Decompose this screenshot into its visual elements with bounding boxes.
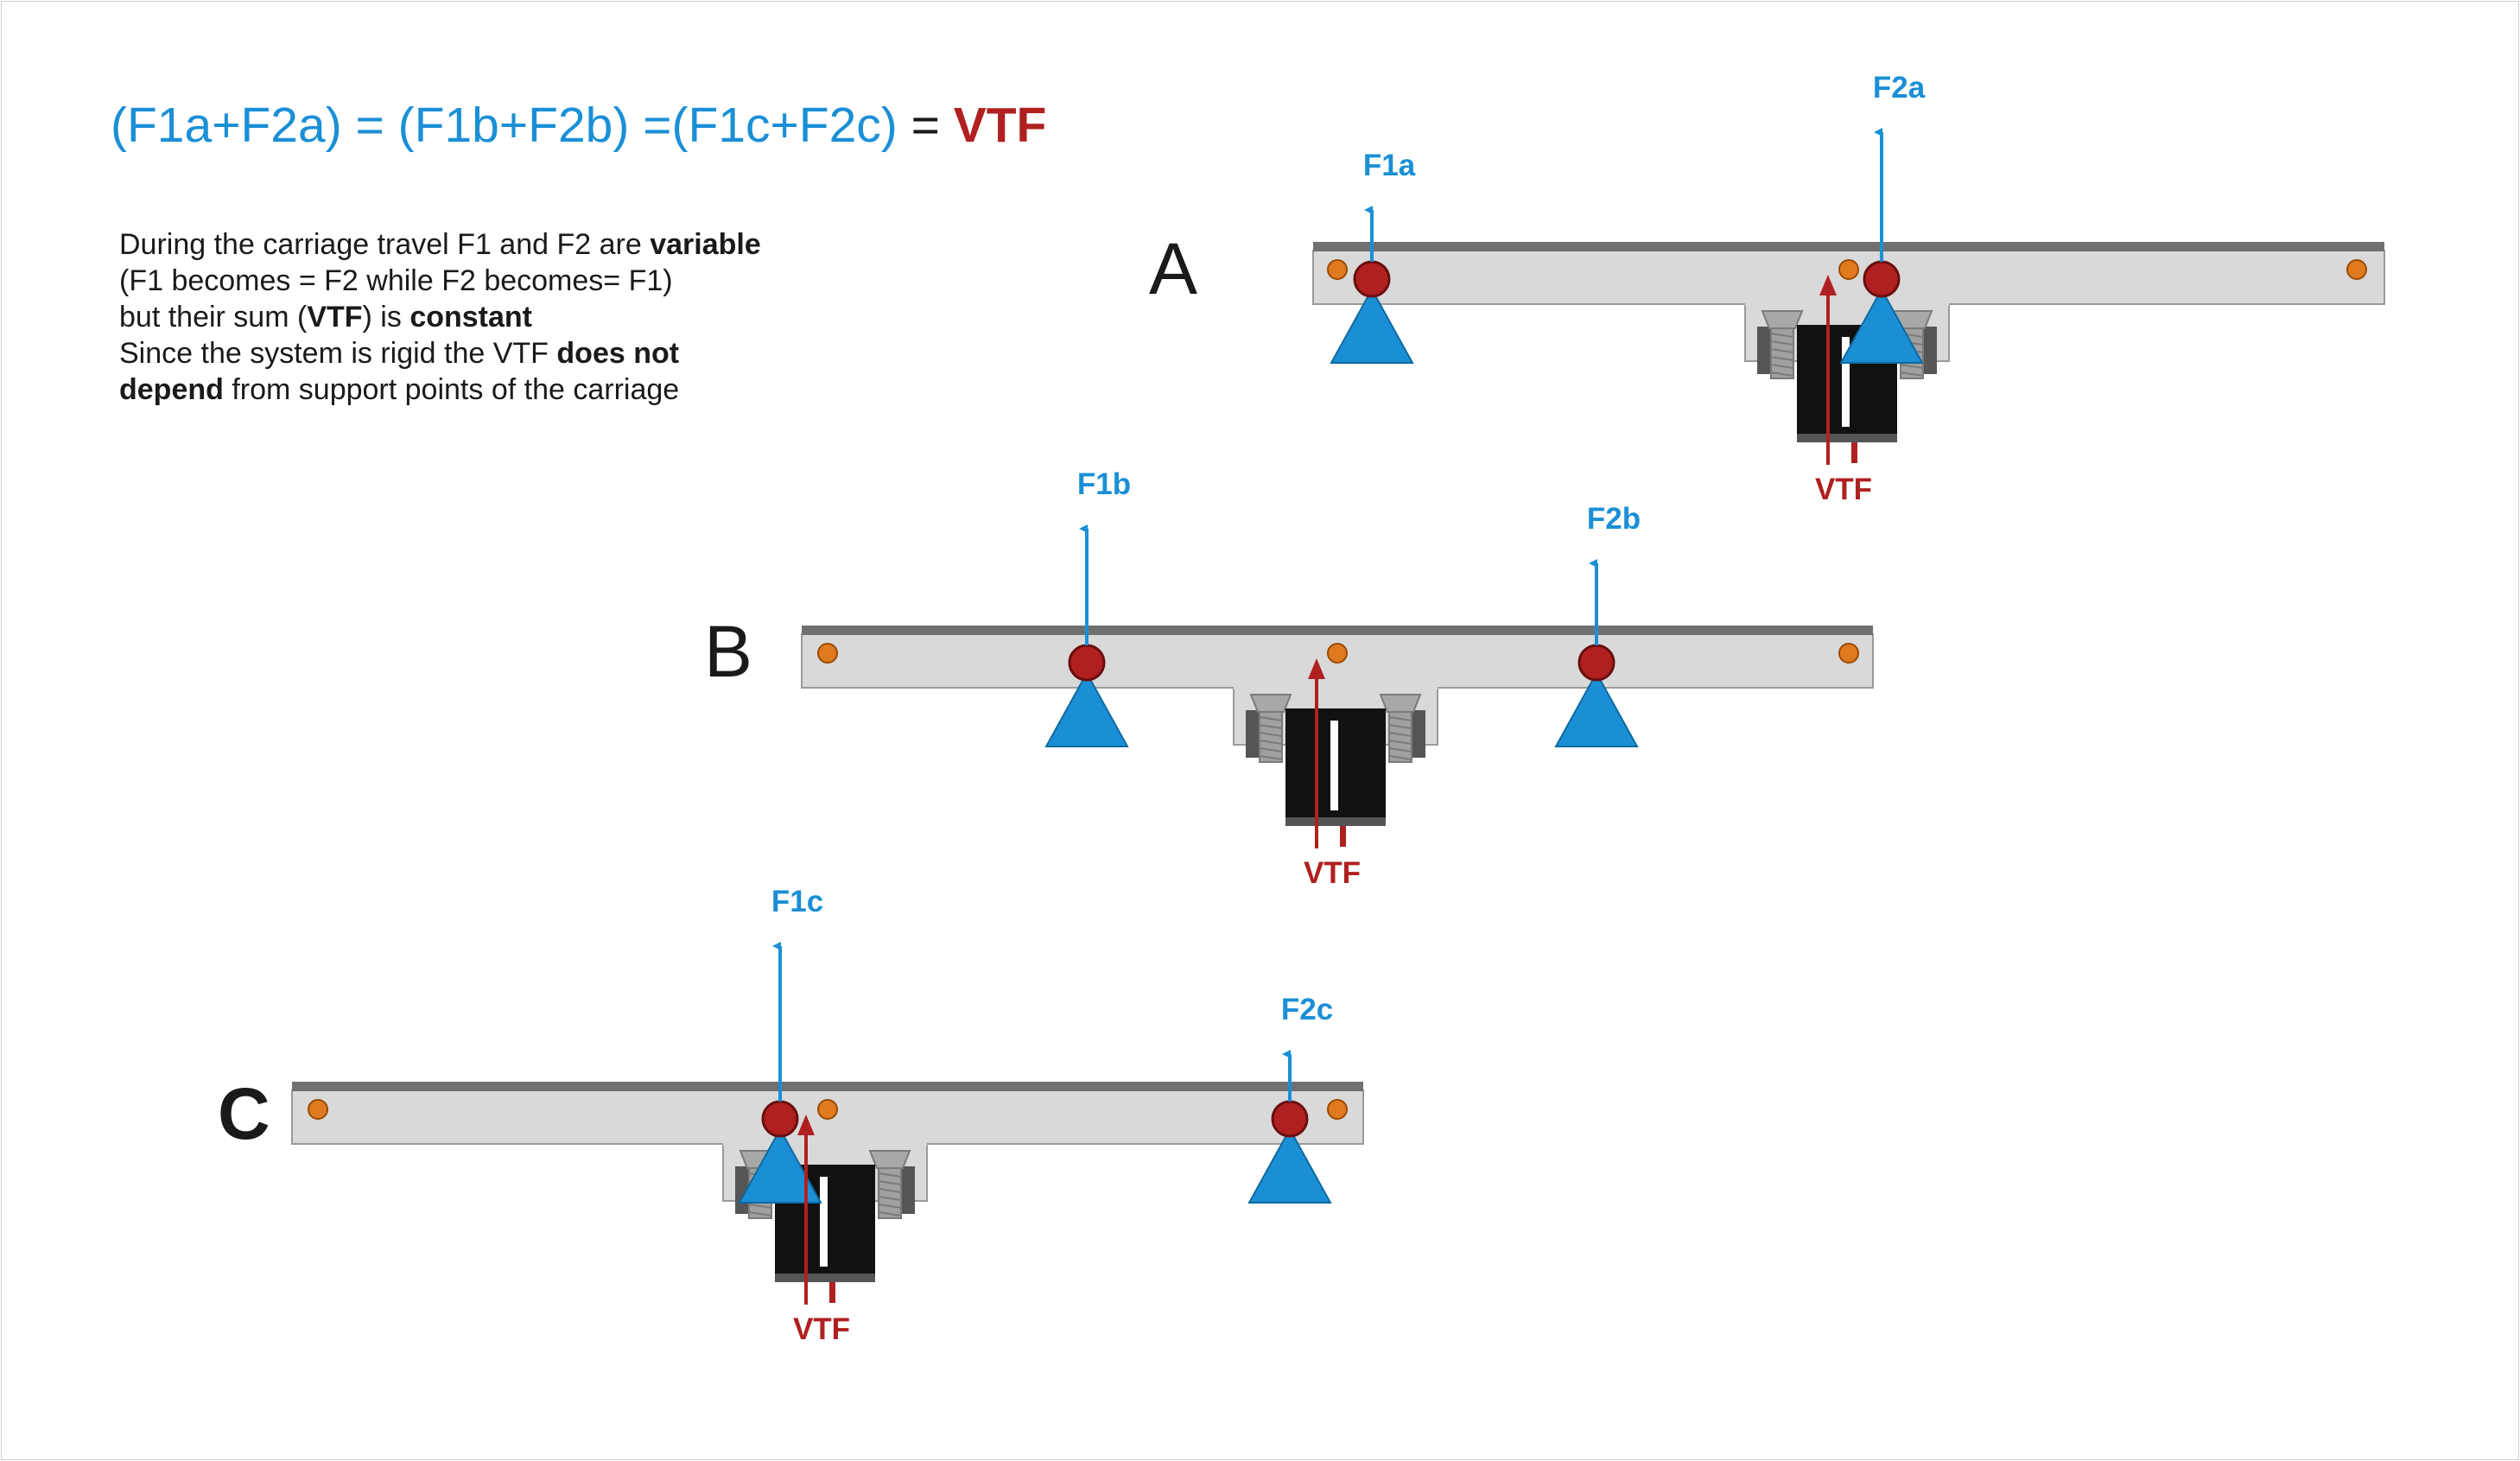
description-text: (F1 becomes = F2 while F2 becomes= F1) xyxy=(119,264,673,297)
pin-3 xyxy=(1838,643,1859,664)
equation-lhs: (F1a+F2a) = (F1b+F2b) =(F1c+F2c) xyxy=(111,98,898,153)
screw-left xyxy=(1761,310,1804,379)
carriage-bar-center xyxy=(1745,276,1949,306)
pin-2 xyxy=(1838,259,1859,280)
description-text: During the carriage travel F1 and F2 are xyxy=(119,228,651,261)
description-line-1: During the carriage travel F1 and F2 are… xyxy=(119,226,761,263)
force-label-f2: F2a xyxy=(1873,71,1926,105)
force-label-f2: F2b xyxy=(1587,502,1641,536)
support-ball-f2 xyxy=(1863,260,1901,298)
description: During the carriage travel F1 and F2 are… xyxy=(119,226,761,408)
magnet-slot xyxy=(820,1177,828,1267)
description-bold: depend xyxy=(119,373,224,406)
pin-1 xyxy=(308,1099,328,1120)
force-label-f2: F2c xyxy=(1281,993,1333,1026)
pin-1 xyxy=(817,643,838,664)
support-ball-f2 xyxy=(1577,644,1615,682)
pin-2 xyxy=(1327,643,1348,664)
magnet-slot xyxy=(1842,337,1850,427)
rail-top xyxy=(802,626,1873,635)
rail-top xyxy=(1313,242,2384,251)
description-bold: VTF xyxy=(307,301,363,333)
vtf-label: VTF xyxy=(793,1312,850,1346)
description-text: but their sum ( xyxy=(119,301,308,333)
support-ball-f1 xyxy=(1068,644,1106,682)
vtf-arrowhead xyxy=(1819,275,1837,295)
screw-right xyxy=(1379,694,1422,763)
description-text: Since the system is rigid the VTF xyxy=(119,337,557,370)
description-line-5: depend from support points of the carria… xyxy=(119,372,761,408)
stylus xyxy=(829,1282,835,1303)
pin-3 xyxy=(2346,259,2367,280)
support-ball-f1 xyxy=(1353,260,1391,298)
description-bold: does not xyxy=(556,337,680,370)
scene-letter: A xyxy=(1149,228,1197,309)
description-text: ) is xyxy=(362,301,410,333)
stylus xyxy=(1851,442,1857,463)
equation-rhs: VTF xyxy=(953,98,1047,153)
vtf-label: VTF xyxy=(1304,856,1361,890)
support-ball-f2 xyxy=(1271,1100,1309,1138)
carriage-bar-center xyxy=(1234,660,1438,689)
vtf-arrowhead xyxy=(1308,658,1325,679)
pin-2 xyxy=(817,1099,838,1120)
vtf-label: VTF xyxy=(1815,473,1872,506)
screw-left xyxy=(1249,694,1292,763)
description-text: from support points of the carriage xyxy=(223,373,680,406)
equation-equals: = xyxy=(897,98,954,153)
support-triangle-f2 xyxy=(1554,670,1639,747)
magnet-slot xyxy=(1330,721,1338,810)
pin-3 xyxy=(1327,1099,1348,1120)
magnet-base xyxy=(1285,817,1386,826)
magnet-base xyxy=(1797,434,1897,442)
force-label-f1: F1b xyxy=(1077,467,1131,501)
force-label-f1: F1c xyxy=(771,885,823,918)
support-triangle-f2 xyxy=(1839,287,1924,364)
support-triangle-f1 xyxy=(1044,670,1129,747)
description-bold: variable xyxy=(650,228,761,261)
rail-top xyxy=(292,1082,1363,1091)
description-line-3: but their sum (VTF) is constant xyxy=(119,299,761,335)
support-ball-f1 xyxy=(761,1100,799,1138)
support-triangle-f2 xyxy=(1247,1127,1332,1204)
pin-1 xyxy=(1327,259,1348,280)
support-triangle-f1 xyxy=(738,1127,822,1204)
screw-right xyxy=(868,1150,911,1219)
description-line-2: (F1 becomes = F2 while F2 becomes= F1) xyxy=(119,263,761,299)
description-line-4: Since the system is rigid the VTF does n… xyxy=(119,335,761,372)
force-label-f1: F1a xyxy=(1363,149,1416,182)
vtf-arrowhead xyxy=(797,1115,815,1135)
magnet-base xyxy=(775,1274,875,1282)
description-bold: constant xyxy=(409,301,532,333)
stylus xyxy=(1340,826,1346,847)
scene-letter: B xyxy=(704,611,752,692)
equation: (F1a+F2a) = (F1b+F2b) =(F1c+F2c) = VTF xyxy=(111,97,1046,154)
scene-letter: C xyxy=(218,1073,270,1154)
support-triangle-f1 xyxy=(1330,287,1414,364)
carriage-bar-center xyxy=(723,1116,927,1146)
